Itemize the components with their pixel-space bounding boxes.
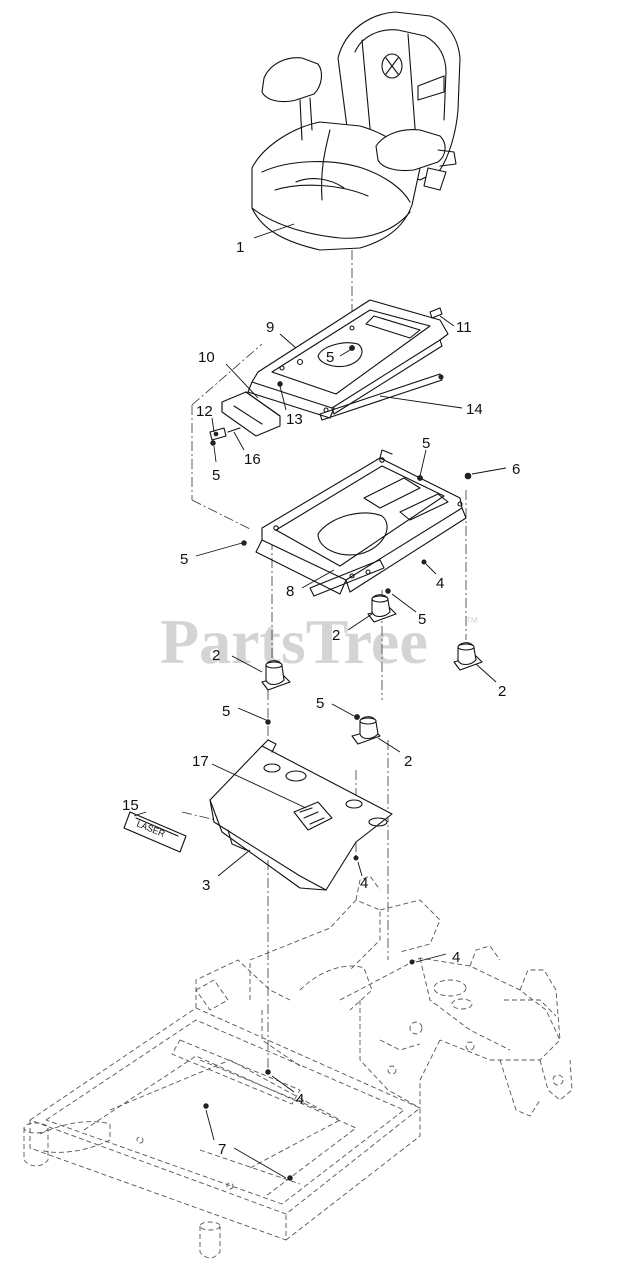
callout-2: 2 xyxy=(404,753,412,770)
nut-5b xyxy=(417,475,423,481)
callout-15: 15 xyxy=(122,797,139,814)
nut-5c xyxy=(241,540,247,546)
frame-chassis xyxy=(23,875,573,1259)
callout-5: 5 xyxy=(418,611,426,628)
isolator-mount-1 xyxy=(261,660,291,691)
callout-12: 12 xyxy=(196,403,213,420)
bolt-4b xyxy=(353,855,359,861)
bolt-13 xyxy=(277,381,283,387)
bolt-7a xyxy=(203,1103,209,1109)
nut-5e xyxy=(265,719,271,725)
slide-rod xyxy=(319,373,444,421)
nut-5d xyxy=(385,588,391,594)
callout-1: 1 xyxy=(236,239,244,256)
hardware-12-16 xyxy=(209,427,241,446)
callout-6: 6 xyxy=(512,461,520,478)
instruction-decal xyxy=(293,801,333,831)
callout-5: 5 xyxy=(316,695,324,712)
callout-4: 4 xyxy=(296,1091,304,1108)
bolt-7b xyxy=(287,1175,293,1181)
callout-2: 2 xyxy=(498,683,506,700)
seat-assembly xyxy=(251,11,461,251)
bolt-4d xyxy=(265,1069,271,1075)
callout-8: 8 xyxy=(286,583,294,600)
callout-5: 5 xyxy=(326,349,334,366)
callout-5: 5 xyxy=(212,467,220,484)
callout-10: 10 xyxy=(198,349,215,366)
callout-16: 16 xyxy=(244,451,261,468)
bolt-4c xyxy=(409,959,415,965)
bolt-4a xyxy=(421,559,427,565)
callout-5: 5 xyxy=(180,551,188,568)
callout-13: 13 xyxy=(286,411,303,428)
leader-lines xyxy=(133,223,507,1179)
isolator-mount-4 xyxy=(351,716,381,745)
laser-decal: LASER xyxy=(123,811,187,853)
callout-5: 5 xyxy=(422,435,430,452)
callout-4: 4 xyxy=(436,575,444,592)
seat-mount-plate xyxy=(255,449,467,597)
nut-5a xyxy=(349,345,355,351)
nut-6 xyxy=(464,472,472,480)
seat-slide-plate xyxy=(247,299,449,419)
watermark-trademark: TM xyxy=(466,616,478,625)
callout-11: 11 xyxy=(456,319,472,336)
callout-5: 5 xyxy=(222,703,230,720)
pin-11 xyxy=(429,307,443,319)
callout-2: 2 xyxy=(332,627,340,644)
callout-9: 9 xyxy=(266,319,274,336)
callout-4: 4 xyxy=(452,949,460,966)
callout-4: 4 xyxy=(360,875,368,892)
callout-2: 2 xyxy=(212,647,220,664)
latch-bracket xyxy=(221,391,281,437)
isolator-mount-3 xyxy=(453,642,483,671)
callout-labels: 1 9 11 5 10 13 14 12 16 5 5 6 5 8 4 2 5 … xyxy=(122,239,520,1158)
nut-5f xyxy=(354,714,360,720)
callout-3: 3 xyxy=(202,877,210,894)
callout-17: 17 xyxy=(192,753,209,770)
isolator-mount-2 xyxy=(367,594,397,623)
callout-7: 7 xyxy=(218,1141,226,1158)
callout-14: 14 xyxy=(466,401,483,418)
